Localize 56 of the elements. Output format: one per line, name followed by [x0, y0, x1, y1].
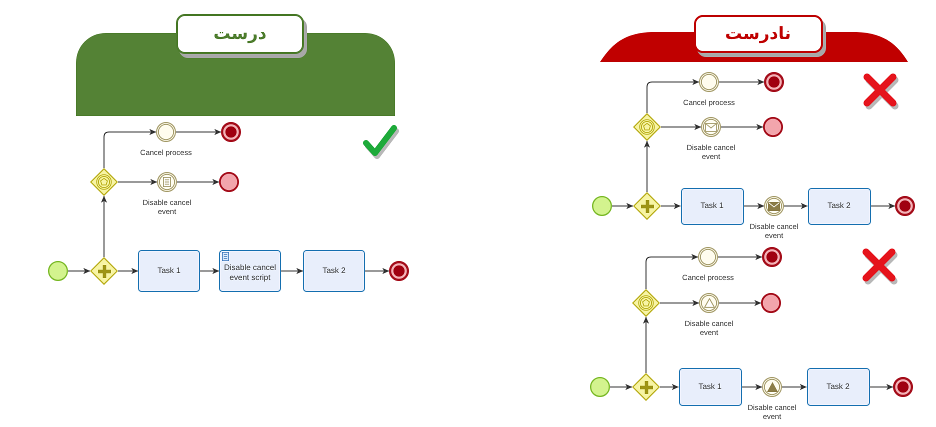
arrow	[782, 384, 807, 390]
end-event	[219, 172, 239, 192]
arrow	[646, 78, 700, 114]
start-event	[592, 196, 612, 216]
arrow	[644, 140, 650, 192]
arrow	[118, 178, 158, 186]
arrow	[280, 268, 304, 274]
arrow	[68, 268, 90, 274]
arrow	[610, 384, 632, 390]
end-event	[763, 117, 783, 137]
end-event	[895, 196, 915, 216]
arrow	[720, 124, 764, 130]
end-event	[761, 293, 781, 313]
task-box: Task 2	[808, 188, 870, 224]
gateway-diamond	[90, 168, 118, 196]
task-box	[219, 250, 281, 292]
task-label: Disable cancel event script	[222, 262, 278, 282]
end-event	[764, 72, 784, 92]
arrow	[870, 202, 896, 210]
gateway-diamond	[632, 289, 660, 317]
end-event	[893, 377, 913, 397]
arrow	[743, 202, 764, 210]
arrow	[660, 300, 700, 306]
arrow	[660, 384, 679, 390]
arrow	[176, 178, 220, 186]
end-event	[221, 122, 241, 142]
arrow	[660, 124, 702, 130]
arrow	[176, 128, 222, 136]
arrow	[642, 316, 650, 374]
gateway-diamond	[90, 257, 118, 285]
gateway-diamond	[633, 192, 661, 220]
arrow	[104, 128, 156, 168]
gateway-diamond	[633, 113, 661, 141]
gateway-diamond	[632, 373, 660, 401]
task-box: Task 2	[303, 250, 365, 292]
arrow	[718, 254, 762, 260]
arrow	[200, 268, 220, 274]
arrow	[364, 268, 390, 274]
arrow	[869, 384, 894, 390]
task-box: Task 1	[680, 188, 744, 224]
arrow	[612, 202, 634, 210]
arrow	[718, 300, 762, 306]
task-box: Task 2	[806, 368, 870, 406]
arrow	[660, 202, 681, 210]
task-box: Task 1	[678, 368, 742, 406]
arrow	[646, 254, 698, 290]
start-event	[48, 261, 68, 281]
arrow	[100, 196, 108, 258]
end-event	[389, 261, 409, 281]
task-box: Task 1	[138, 250, 200, 292]
arrow	[741, 384, 762, 390]
arrow	[784, 202, 808, 210]
start-event	[590, 377, 610, 397]
end-event	[762, 247, 782, 267]
arrow	[118, 268, 138, 274]
arrow	[718, 78, 764, 86]
